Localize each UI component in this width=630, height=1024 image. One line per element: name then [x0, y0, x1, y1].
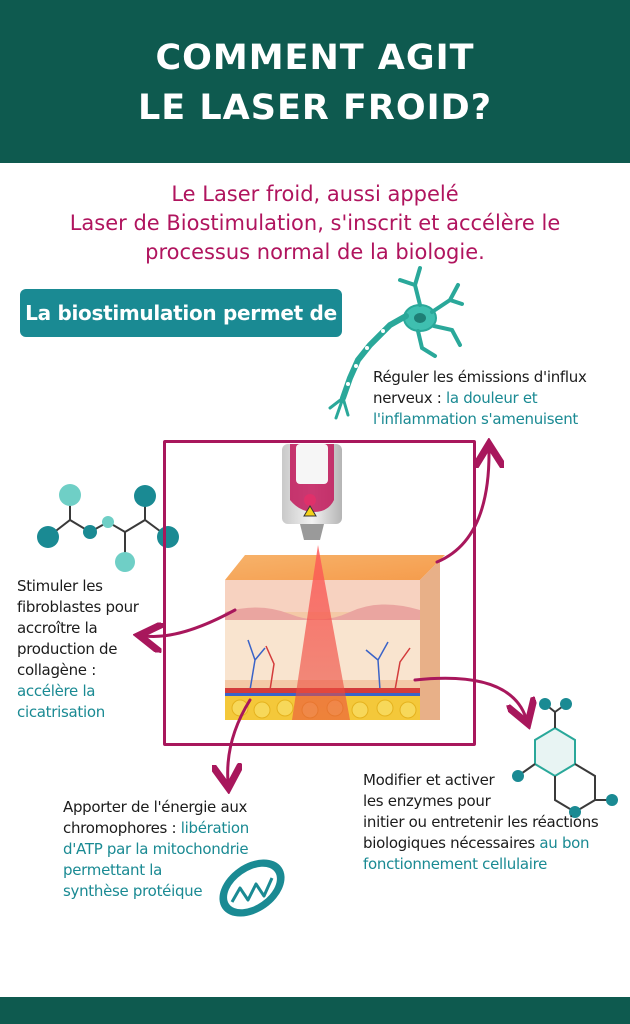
nerve-line-2-plain: nerveux :	[373, 389, 446, 407]
enzymes-line-4-plain: biologiques nécessaires	[363, 834, 540, 852]
title-line-2: LE LASER FROID?	[137, 88, 493, 128]
fibro-line-5: collagène :	[17, 661, 96, 679]
enzymes-line-5: fonctionnement cellulaire	[363, 855, 548, 873]
enzymes-line-3: initier ou entretenir les réactions	[363, 813, 599, 831]
atp-line-3: d'ATP par la mitochondrie	[63, 840, 249, 858]
atp-line-2-plain: chromophores :	[63, 819, 181, 837]
title-line-1: COMMENT AGIT	[155, 38, 475, 78]
fibro-line-2: fibroblastes pour	[17, 598, 139, 616]
footer-bar	[0, 997, 630, 1024]
atp-line-2-highlight: libération	[180, 819, 249, 837]
mitochondria-icon	[219, 859, 285, 917]
fibro-line-6: accélère la	[17, 682, 96, 700]
fibro-text: Stimuler les fibroblastes pour accroître…	[17, 576, 139, 723]
atp-text: Apporter de l'énergie aux chromophores :…	[63, 797, 249, 902]
nerve-line-1: Réguler les émissions d'influx	[373, 368, 587, 386]
nerve-line-2: nerveux : la douleur et	[373, 388, 587, 409]
intro-line-1: Le Laser froid, aussi appelé	[171, 182, 459, 206]
fibro-line-1: Stimuler les	[17, 577, 103, 595]
atp-line-5: synthèse protéique	[63, 882, 203, 900]
intro-line-3: processus normal de la biologie.	[145, 240, 485, 264]
nerve-text: Réguler les émissions d'influx nerveux :…	[373, 367, 587, 430]
header-banner: COMMENT AGIT LE LASER FROID?	[0, 0, 630, 163]
molecule-ring-icon	[512, 698, 618, 818]
enzymes-line-1: Modifier et activer	[363, 771, 495, 789]
atp-line-4: permettant la	[63, 861, 163, 879]
intro-paragraph: Le Laser froid, aussi appelé Laser de Bi…	[20, 180, 610, 267]
atp-line-2: chromophores : libération	[63, 818, 249, 839]
enzymes-line-4: biologiques nécessaires au bon	[363, 833, 598, 854]
fibro-line-3: accroître la	[17, 619, 98, 637]
neuron-icon	[328, 266, 464, 420]
section-pill: La biostimulation permet de :	[20, 289, 342, 373]
enzymes-text: Modifier et activer les enzymes pour ini…	[363, 770, 599, 875]
fibro-line-4: production de	[17, 640, 118, 658]
enzymes-line-2: les enzymes pour	[363, 792, 491, 810]
molecule-chain-icon	[37, 484, 179, 572]
nerve-line-2-highlight: la douleur et	[445, 389, 538, 407]
intro-line-2: Laser de Biostimulation, s'inscrit et ac…	[69, 211, 561, 235]
laser-device-icon	[282, 444, 342, 540]
illustration-frame	[163, 440, 476, 746]
nerve-line-3: l'inflammation s'amenuisent	[373, 410, 579, 428]
enzymes-line-4-highlight: au bon	[539, 834, 590, 852]
arrows	[145, 450, 526, 782]
skin-layers-icon	[225, 545, 445, 720]
fibro-line-7: cicatrisation	[17, 703, 105, 721]
atp-line-1: Apporter de l'énergie aux	[63, 798, 248, 816]
